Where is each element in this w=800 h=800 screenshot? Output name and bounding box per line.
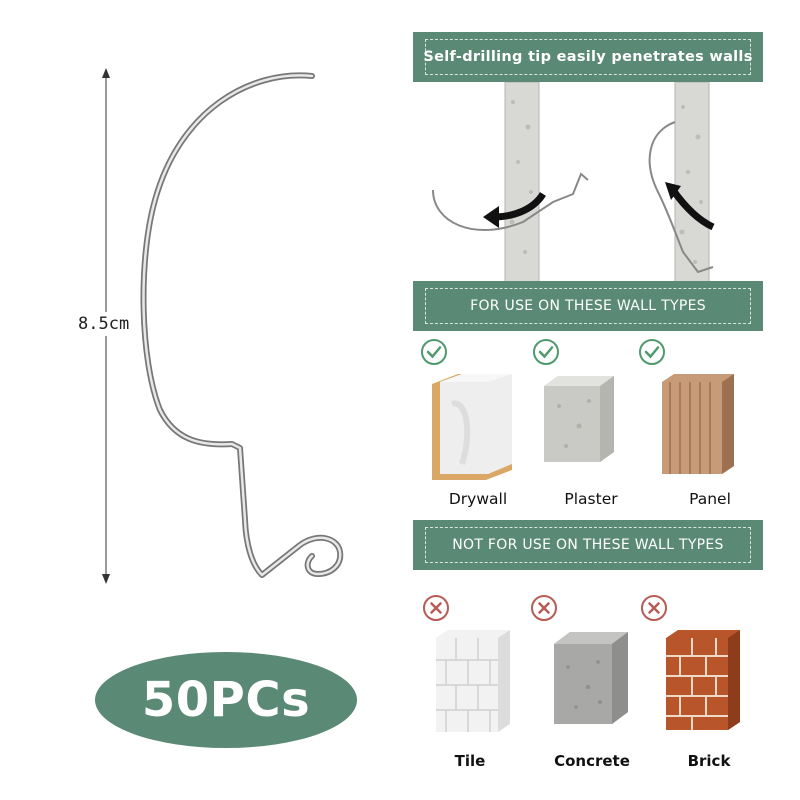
cross-icon — [641, 595, 667, 621]
check-icon — [533, 339, 559, 365]
wall-label-panel: Panel — [689, 490, 731, 508]
wire-hook — [140, 72, 344, 578]
concrete-swatch — [554, 632, 628, 724]
dimension-label: 8.5cm — [78, 312, 130, 336]
banner-self-drilling-text: Self-drilling tip easily penetrates wall… — [423, 39, 752, 75]
cross-icon — [423, 595, 449, 621]
wall-insertion-illustration — [413, 82, 763, 282]
panel-swatch — [662, 374, 734, 474]
cross-icon — [531, 595, 557, 621]
wall-label-concrete: Concrete — [554, 752, 630, 770]
banner-not-use-walls-text: NOT FOR USE ON THESE WALL TYPES — [425, 527, 751, 563]
wall-label-drywall: Drywall — [448, 490, 508, 508]
banner-self-drilling: Self-drilling tip easily penetrates wall… — [413, 32, 763, 82]
wall-label-brick: Brick — [687, 752, 731, 770]
check-icon — [421, 339, 447, 365]
banner-use-walls: FOR USE ON THESE WALL TYPES — [413, 281, 763, 331]
quantity-badge: 50PCs — [95, 652, 357, 748]
banner-not-use-walls: NOT FOR USE ON THESE WALL TYPES — [413, 520, 763, 570]
banner-use-walls-text: FOR USE ON THESE WALL TYPES — [425, 288, 751, 324]
check-icon — [639, 339, 665, 365]
brick-swatch — [666, 630, 740, 730]
wall-label-tile: Tile — [454, 752, 486, 770]
tile-swatch — [436, 630, 510, 732]
wall-label-plaster: Plaster — [564, 490, 618, 508]
plaster-swatch — [544, 376, 614, 462]
drywall-swatch — [432, 374, 512, 480]
